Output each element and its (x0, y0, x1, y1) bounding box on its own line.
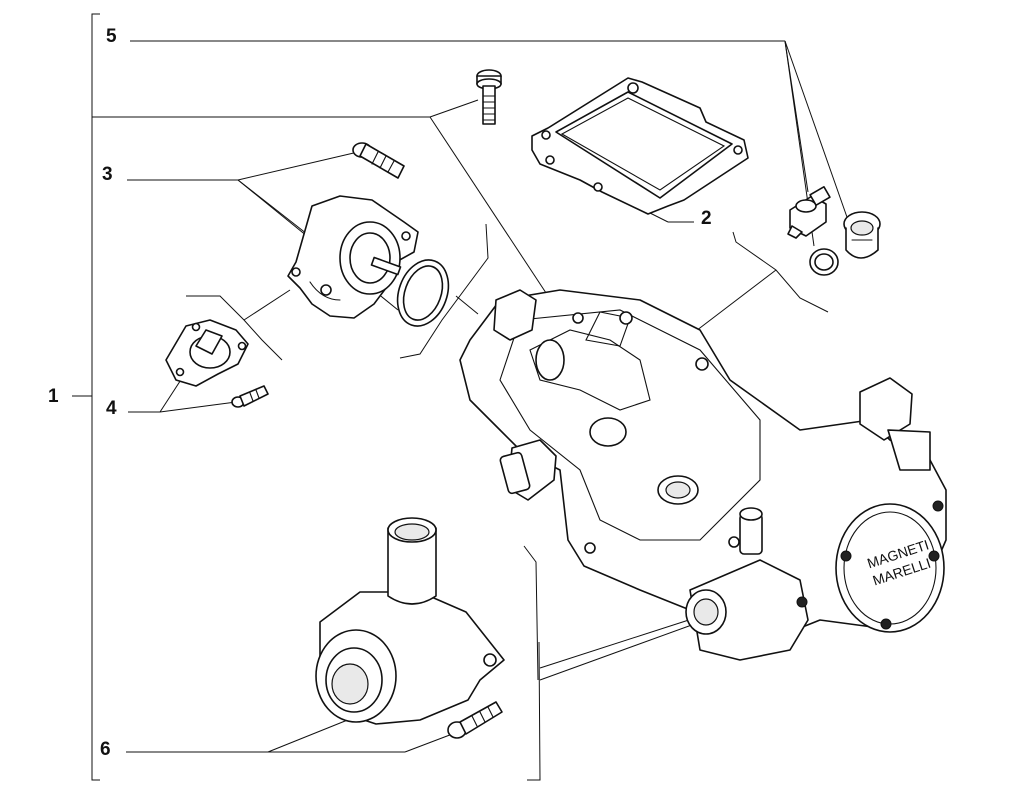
housing-part-3 (287, 195, 419, 319)
o-ring-part-5 (809, 248, 839, 276)
sensor-part-5 (787, 186, 831, 239)
callout-6: 6 (100, 739, 111, 760)
gasket-part-2 (531, 77, 749, 215)
callout-1: 1 (48, 386, 59, 407)
callout-3: 3 (102, 164, 113, 185)
callout-5: 5 (106, 26, 117, 47)
screw-part-4 (231, 385, 269, 408)
plug-part-5 (843, 211, 881, 259)
callout-4: 4 (106, 398, 117, 419)
screw-part-6 (447, 701, 503, 739)
screw-top (476, 69, 502, 125)
bolt-part-3 (352, 142, 405, 179)
o-ring-part-3 (396, 259, 450, 327)
assembly-bracket (72, 13, 100, 781)
callout-2: 2 (701, 208, 712, 229)
main-throttle-body (459, 289, 947, 661)
cap-part-4 (165, 319, 249, 387)
actuator-part-6 (315, 517, 505, 725)
